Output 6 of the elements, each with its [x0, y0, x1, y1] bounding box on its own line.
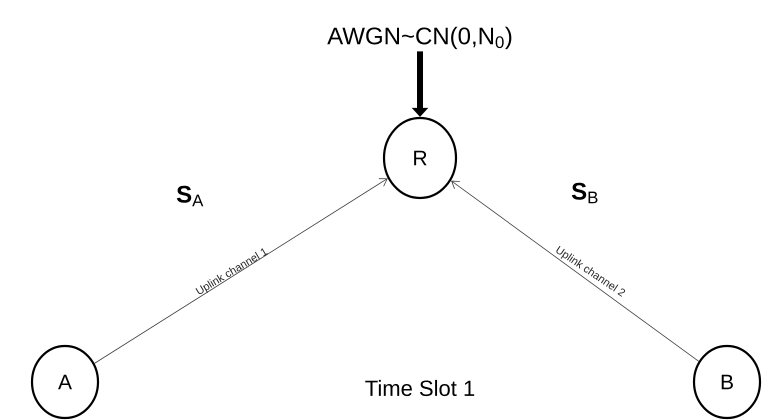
arrow [94, 178, 388, 364]
noise-label: AWGN~CN(0,N$_{0}$) [327, 26, 512, 50]
arrow [451, 180, 700, 362]
signal-label: S$_{A}$ [176, 186, 204, 206]
signal-label: S$_{B}$ [572, 182, 598, 204]
caption: Time Slot 1 [365, 380, 474, 396]
